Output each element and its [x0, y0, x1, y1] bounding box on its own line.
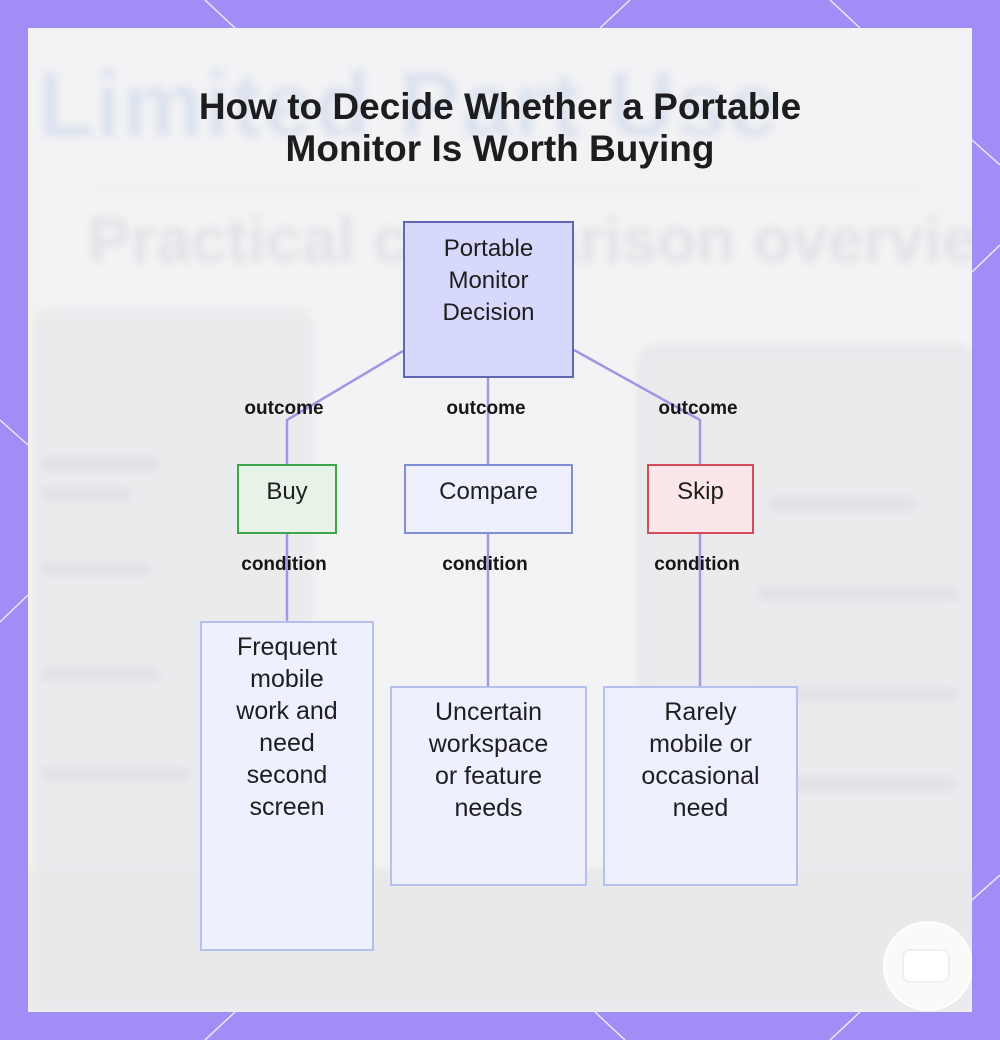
- blurred-text-bar: [40, 488, 130, 500]
- condition-buy-line: mobile: [250, 665, 324, 693]
- blurred-text-bar: [758, 778, 958, 790]
- condition-compare-line: workspace: [428, 730, 549, 758]
- blurred-floor: [28, 868, 972, 1012]
- blurred-text-bar: [768, 498, 918, 510]
- condition-buy-line: work and: [236, 697, 338, 725]
- outcome-node-buy: Buy: [237, 464, 337, 534]
- condition-compare-line: needs: [454, 794, 523, 822]
- blurred-text-bar: [758, 688, 958, 700]
- blurred-text-bar: [40, 768, 190, 780]
- connector-root-skip: [573, 348, 702, 464]
- condition-skip-line: occasional: [641, 762, 760, 790]
- blurred-text-bar: [40, 563, 150, 575]
- edge-label-condition-buy: condition: [241, 554, 327, 575]
- blurred-text-bar: [40, 668, 160, 680]
- page-title: How to Decide Whether a Portable Monitor…: [58, 86, 942, 170]
- outcome-node-skip: Skip: [647, 464, 754, 534]
- condition-compare-line: or feature: [434, 762, 542, 790]
- edge-label-outcome-skip: outcome: [658, 398, 738, 419]
- blurred-text-bar: [758, 588, 958, 600]
- edge-label-condition-skip: condition: [654, 554, 740, 575]
- outcome-node-skip-label: Skip: [677, 478, 724, 505]
- page-title-line-2: Monitor Is Worth Buying: [285, 128, 715, 169]
- condition-node-buy: Frequent mobile work and need second scr…: [200, 621, 374, 951]
- edge-label-condition-compare: condition: [442, 554, 528, 575]
- condition-buy-line: screen: [249, 793, 325, 821]
- condition-skip-line: need: [672, 794, 729, 822]
- blurred-text-bar: [40, 458, 160, 470]
- condition-skip-line: Rarely: [664, 698, 737, 726]
- condition-buy-line: Frequent: [236, 633, 338, 661]
- blurred-background: Limited Part Use Practical comparison ov…: [28, 28, 972, 1012]
- outcome-node-compare: Compare: [404, 464, 573, 534]
- blurred-divider: [98, 186, 918, 188]
- condition-node-compare: Uncertain workspace or feature needs: [390, 686, 587, 886]
- chat-bubble-icon: [904, 951, 948, 981]
- outcome-node-buy-label: Buy: [266, 478, 308, 505]
- root-node-portable-monitor-decision: Portable Monitor Decision: [403, 221, 574, 378]
- root-node-line: Decision: [442, 299, 535, 326]
- root-node-line: Monitor: [448, 267, 529, 294]
- connector-lines: [285, 348, 702, 686]
- page-title-line-1: How to Decide Whether a Portable: [198, 86, 802, 127]
- condition-skip-line: mobile or: [649, 730, 752, 758]
- chat-button[interactable]: [883, 921, 972, 1011]
- condition-buy-line: second: [246, 761, 328, 789]
- connector-root-buy: [285, 349, 404, 464]
- outcome-node-compare-label: Compare: [439, 478, 538, 505]
- edge-label-outcome-compare: outcome: [446, 398, 526, 419]
- condition-node-skip: Rarely mobile or occasional need: [603, 686, 798, 886]
- condition-compare-line: Uncertain: [435, 698, 542, 726]
- infographic-card: Limited Part Use Practical comparison ov…: [28, 28, 972, 1012]
- condition-buy-line: need: [259, 729, 315, 757]
- root-node-line: Portable: [443, 235, 534, 262]
- edge-label-outcome-buy: outcome: [244, 398, 324, 419]
- blurred-background-title: Limited Part Use: [38, 54, 780, 156]
